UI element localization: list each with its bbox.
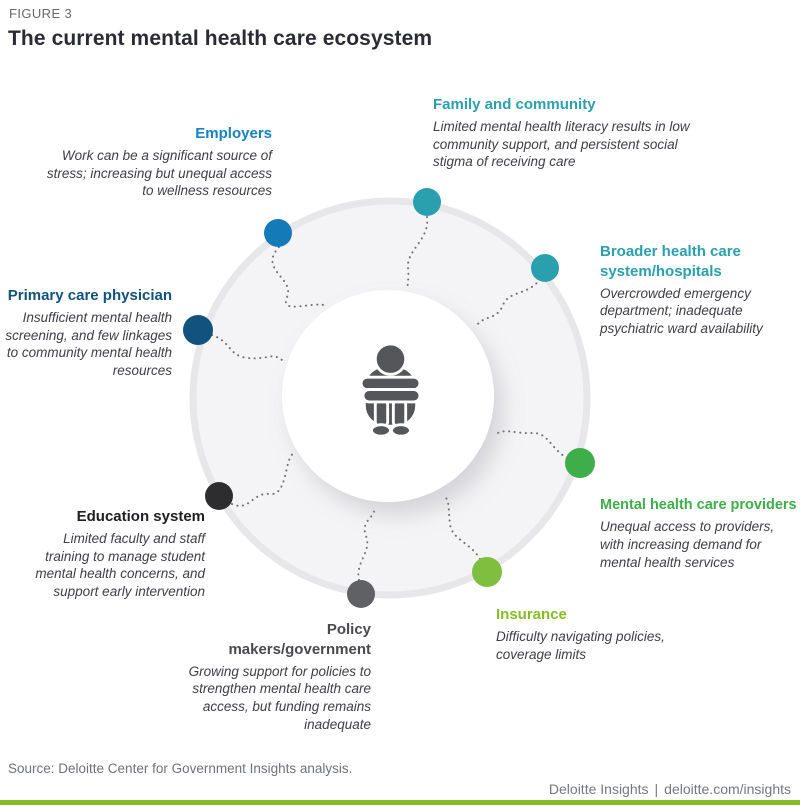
insurance-label-block: Insurance Difficulty navigating policies… <box>496 605 686 663</box>
employers-label-block: Employers Work can be a significant sour… <box>32 124 272 200</box>
policy-makers-title: Policy makers/government <box>228 621 371 658</box>
primary-care-node <box>183 315 213 345</box>
broader-health-care-node <box>531 254 559 282</box>
hunched-person-icon <box>359 342 422 438</box>
source-note: Source: Deloitte Center for Government I… <box>8 761 353 776</box>
insurance-node <box>472 557 502 587</box>
policy-makers-label-block: Policy makers/government Growing support… <box>186 620 371 734</box>
policy-makers-connector <box>357 507 376 581</box>
mental-health-providers-description: Unequal access to providers, with increa… <box>600 519 775 570</box>
education-system-description: Limited faculty and staff training to ma… <box>35 530 205 600</box>
footer-url[interactable]: deloitte.com/insights <box>664 781 791 797</box>
footer-separator: | <box>654 781 659 797</box>
mental-health-providers-title: Mental health care providers <box>600 497 797 513</box>
insurance-title: Insurance <box>496 606 567 623</box>
family-community-node <box>413 188 441 216</box>
education-system-node <box>205 482 233 510</box>
employers-title: Employers <box>195 125 272 142</box>
figure-title: The current mental health care ecosystem <box>8 27 433 50</box>
primary-care-title: Primary care physician <box>7 287 172 304</box>
primary-care-description: Insufficient mental health screening, an… <box>5 309 172 379</box>
broader-health-care-label-block: Broader health care system/hospitals Ove… <box>600 242 785 338</box>
policy-makers-description: Growing support for policies to strength… <box>188 663 371 733</box>
insurance-description: Difficulty navigating policies, coverage… <box>496 628 665 662</box>
broader-health-care-description: Overcrowded emergency department; inadeq… <box>600 285 763 337</box>
broader-health-care-title: Broader health care system/hospitals <box>600 243 741 280</box>
accent-bottom-bar <box>0 800 800 805</box>
employers-connector <box>271 246 328 308</box>
primary-care-label-block: Primary care physician Insufficient ment… <box>0 286 172 380</box>
education-system-label-block: Education system Limited faculty and sta… <box>27 507 205 601</box>
family-community-connector <box>406 216 429 290</box>
family-community-description: Limited mental health literacy results i… <box>433 118 690 170</box>
mental-health-providers-node <box>565 448 595 478</box>
employers-description: Work can be a significant source of stre… <box>46 147 272 199</box>
family-community-label-block: Family and community Limited mental heal… <box>433 95 698 171</box>
family-community-title: Family and community <box>433 96 596 113</box>
employers-node <box>264 219 292 247</box>
policy-makers-node <box>347 580 375 608</box>
mental-health-providers-connector <box>495 430 568 459</box>
footer-brand: Deloitte Insights <box>548 781 649 797</box>
education-system-title: Education system <box>76 508 205 525</box>
mental-health-providers-label-block: Mental health care providers Unequal acc… <box>600 496 800 572</box>
figure-eyebrow: FIGURE 3 <box>9 6 73 21</box>
footer-brand-line: Deloitte Insights | deloitte.com/insights <box>549 781 791 797</box>
